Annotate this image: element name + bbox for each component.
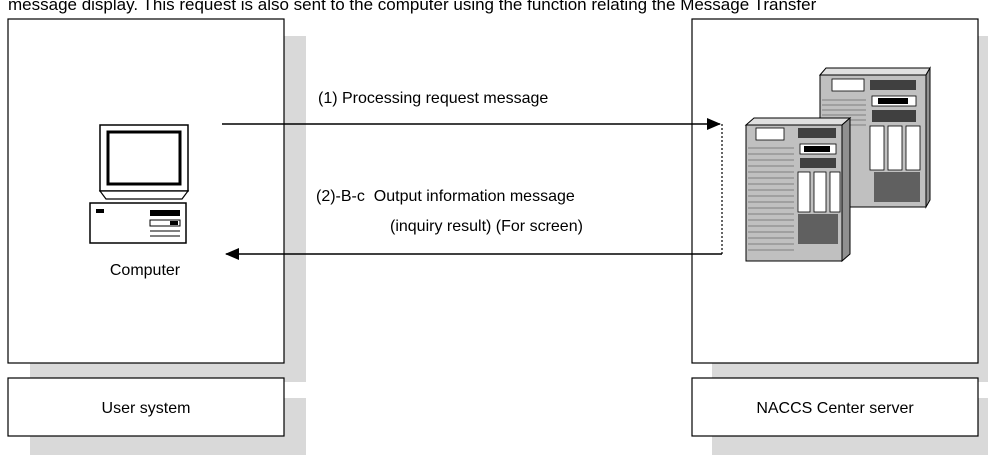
header-partial-text: message display. This request is also se…	[8, 0, 817, 14]
user-system-caption: User system	[102, 400, 191, 417]
response-message-label-line1: (2)-B-c Output information message	[316, 188, 575, 205]
server-caption: NACCS Center server	[756, 400, 914, 417]
user-system-caption-box	[7, 377, 285, 437]
user-system-caption-panel: User system	[7, 377, 306, 455]
server-caption-panel: NACCS Center server	[691, 377, 988, 455]
server-tower-front	[744, 116, 852, 263]
server-caption-box	[691, 377, 979, 437]
server-icon	[744, 66, 931, 263]
response-message-label-line2: (inquiry result) (For screen)	[390, 218, 583, 235]
user-system-panel	[7, 18, 306, 382]
request-message-label: (1) Processing request message	[318, 90, 548, 107]
computer-icon	[89, 124, 190, 244]
computer-label: Computer	[110, 262, 181, 279]
